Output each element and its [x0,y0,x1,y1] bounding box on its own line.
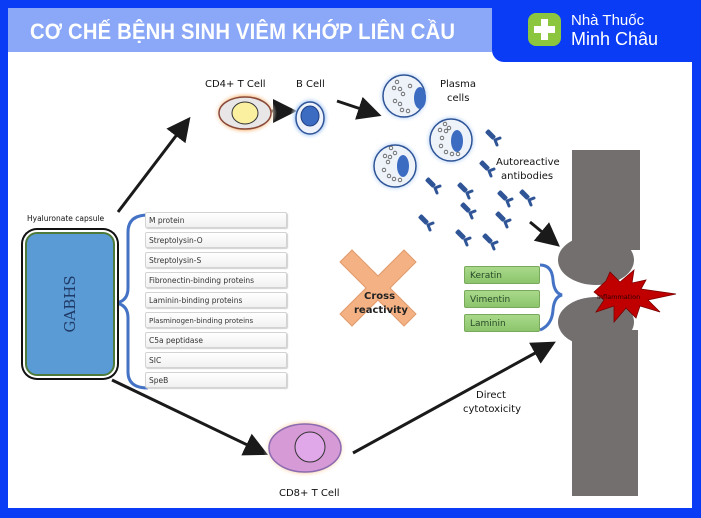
plasma-cells-label-2: cells [447,93,470,104]
cd8-t-cell-label: CD8+ T Cell [279,488,340,499]
plus-icon [528,13,561,46]
antigen-vimentin: Vimentin [464,290,540,308]
brand-logo-area [492,0,701,62]
cross-reactivity-label-1: Cross [364,291,396,302]
plasma-cells-label-1: Plasma [440,79,477,90]
virulence-factor: Fibronectin-binding proteins [145,272,287,288]
antigen-laminin: Laminin [464,314,540,332]
cd8-t-cell [263,418,347,478]
antibodies-label-1: Autoreactive [496,157,560,168]
arrow-to-cd8 [111,378,269,456]
virulence-factor: Laminin-binding proteins [145,292,287,308]
cytotoxicity-label-1: Direct [476,390,506,401]
antibodies-label-2: antibodies [501,171,554,182]
antigen-brace [539,263,563,332]
title-bar: CƠ CHẾ BỆNH SINH VIÊM KHỚP LIÊN CẦU [8,8,492,52]
capsule-label: Hyaluronate capsule [27,214,105,223]
cd4-t-cell [213,91,277,135]
gabhs-bacterium: GABHS [25,232,115,376]
cd4-t-cell-label: CD4+ T Cell [205,79,266,90]
brand-name-line1: Nhà Thuốc [571,12,645,29]
arrow-to-cd4 [116,116,191,213]
virulence-factor: Streptolysin-O [145,232,287,248]
b-cell [290,96,330,140]
virulence-factor: Streptolysin-S [145,252,287,268]
plasma-cell [368,139,422,193]
b-cell-label: B Cell [296,79,325,90]
page-title: CƠ CHẾ BỆNH SINH VIÊM KHỚP LIÊN CẦU [30,19,456,44]
joint-bone [558,150,640,496]
virulence-factor: Plasminogen-binding proteins [145,312,287,328]
cross-reactivity-label-2: reactivity [354,305,408,316]
cross-reactivity-shape [339,249,417,327]
virulence-brace [115,213,149,390]
inflammation-burst [593,268,677,324]
arrow-cd8-to-joint [352,341,556,455]
inflammation-label: Inflammation [597,293,641,301]
virulence-factor: SpeB [145,372,287,388]
arrow-bcell-to-plasma [336,96,382,120]
plasma-cell [424,113,478,167]
virulence-factor: SIC [145,352,287,368]
virulence-factor: M protein [145,212,287,228]
antigen-keratin: Keratin [464,266,540,284]
plasma-cell [377,69,431,123]
arrow-antibodies-to-joint [529,220,560,247]
cytotoxicity-label-2: cytotoxicity [463,404,521,415]
virulence-factor: C5a peptidase [145,332,287,348]
brand-name-line2: Minh Châu [571,29,659,49]
